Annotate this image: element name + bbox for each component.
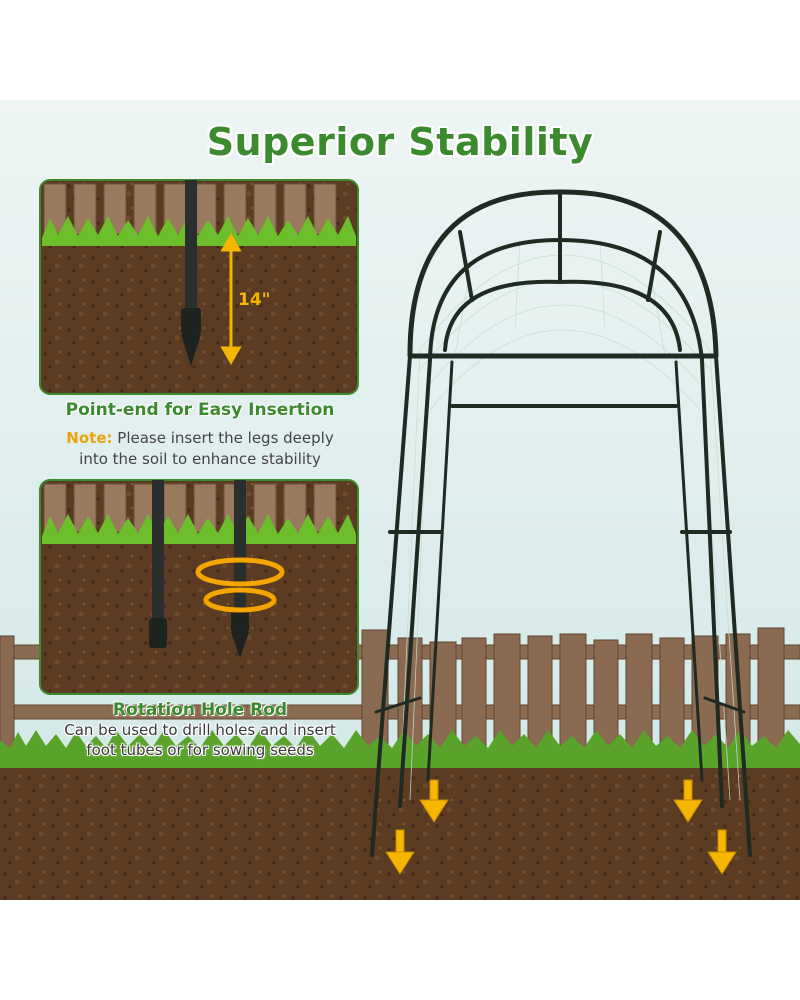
rotation-rod-caption: Rotation Hole Rod [112,700,288,720]
point-end-caption: Point-end for Easy Insertion [65,400,335,420]
page-title: Superior Stability [206,120,594,164]
down-arrow-icon [385,779,737,875]
panel2-caption-block: Rotation Hole Rod Can be used to drill h… [40,700,360,760]
note-text-line1: Please insert the legs deeply [117,429,334,447]
grass-strip [0,730,800,772]
rotation-rod-desc-line2: foot tubes or for sowing seeds [86,741,314,759]
panel1-caption-block: Point-end for Easy Insertion [40,400,360,420]
arch-frame [370,189,752,857]
note-text-line2: into the soil to enhance stability [79,450,321,468]
rotation-rod-desc-line1: Can be used to drill holes and insert [64,721,336,739]
note-label: Note: [66,429,113,447]
depth-dimension-label: 14" [238,290,271,310]
note-block: Note: Please insert the legs deeply into… [40,428,360,470]
garden-arch-scene [0,100,800,900]
panel-point-end [39,179,359,395]
panel-rotation-rod [39,479,359,695]
